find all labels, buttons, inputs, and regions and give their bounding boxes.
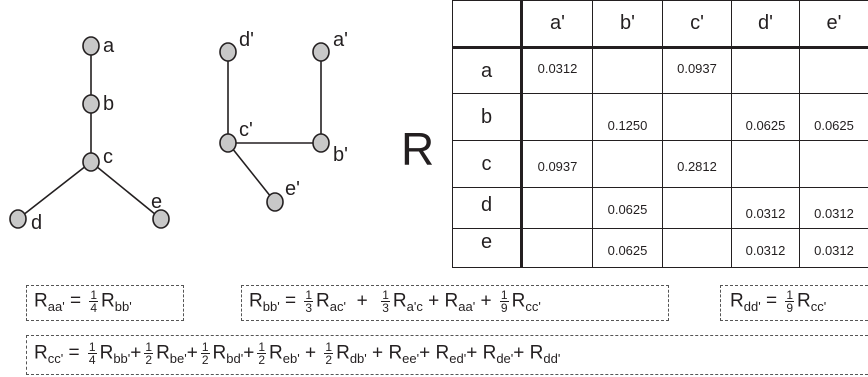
label-a: a <box>103 35 115 57</box>
matrix-cell <box>593 49 662 93</box>
matrix-cell: 0.0937 <box>537 158 578 174</box>
matrix-cell: 0.0312 <box>814 242 854 258</box>
col-header: a' <box>550 11 565 34</box>
matrix-cell <box>593 141 662 187</box>
equation-box-2 <box>241 285 669 321</box>
label-b-prime: b' <box>333 144 348 166</box>
matrix-cell: 0.0312 <box>745 242 786 258</box>
matrix-cell <box>800 49 868 93</box>
matrix-cell: 0.0625 <box>607 242 648 258</box>
label-c: c <box>103 146 113 168</box>
row-header: d <box>480 194 493 216</box>
row-header: c <box>481 152 492 175</box>
label-d: d <box>31 212 42 234</box>
col-header: b' <box>620 11 635 34</box>
matrix-cell: 0.0625 <box>607 201 648 217</box>
matrix-cell: 0.0937 <box>677 61 717 76</box>
matrix-cell <box>523 94 592 140</box>
label-b: b <box>103 93 114 115</box>
label-a-prime: a' <box>333 29 348 51</box>
label-e-prime: e' <box>285 178 300 200</box>
similarity-matrix: a' b' c' d' e' a 0.0312 0.0937 b 0.1250 … <box>452 0 868 268</box>
node-a-prime <box>312 42 330 62</box>
col-header: d' <box>758 11 773 34</box>
label-c-prime: c' <box>239 119 253 141</box>
node-d <box>9 209 27 229</box>
matrix-cell: 0.0312 <box>537 61 578 76</box>
matrix-cell <box>732 141 799 187</box>
row-header: b <box>480 105 493 128</box>
node-b-prime <box>312 133 330 153</box>
matrix-cell <box>663 229 731 267</box>
matrix-cell <box>523 229 592 267</box>
label-d-prime: d' <box>239 29 254 51</box>
row-header: e <box>480 231 493 253</box>
equation-box-1 <box>26 285 184 321</box>
matrix-symbol: R <box>401 123 435 175</box>
node-c-prime <box>219 133 237 153</box>
matrix-cell: 0.0312 <box>745 205 786 221</box>
edge-c-d <box>17 161 92 220</box>
node-c <box>82 152 100 172</box>
node-a <box>82 36 100 56</box>
matrix-cell: 0.2812 <box>677 158 717 174</box>
label-e: e <box>151 191 162 213</box>
matrix-cell: 0.0625 <box>745 117 786 133</box>
equation-box-3 <box>720 285 868 321</box>
node-e-prime <box>266 192 284 212</box>
edge-c-e <box>90 161 162 220</box>
matrix-cell <box>732 49 799 93</box>
edge-c-e-prime <box>227 142 276 203</box>
col-header: e' <box>826 11 842 34</box>
matrix-cell <box>663 94 731 140</box>
equation-box-4 <box>26 335 868 375</box>
matrix-cell <box>523 188 592 228</box>
matrix-cell <box>800 141 868 187</box>
matrix-cell: 0.0625 <box>814 117 854 133</box>
matrix-cell <box>663 188 731 228</box>
matrix-cell: 0.1250 <box>607 117 648 133</box>
col-header: c' <box>690 11 704 34</box>
node-d-prime <box>219 42 237 62</box>
row-header: a <box>480 59 493 82</box>
node-e <box>152 209 170 229</box>
matrix-cell: 0.0312 <box>814 205 854 221</box>
node-b <box>82 94 100 114</box>
